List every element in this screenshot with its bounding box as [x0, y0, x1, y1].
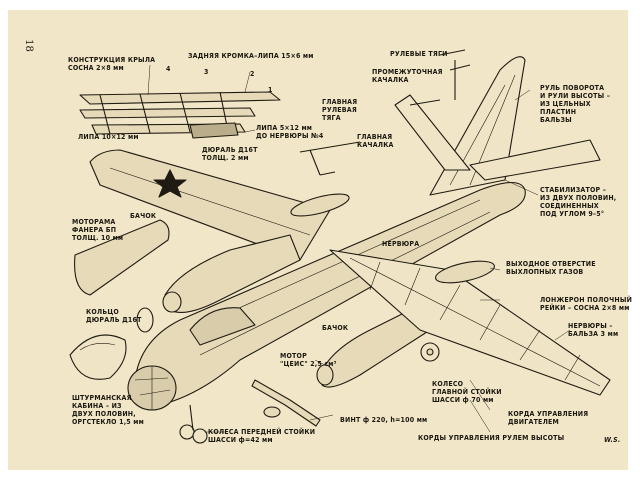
label-navigator-cabin: ШТУРМАНСКАЯ КАБИНА – ИЗ ДВУХ ПОЛОВИН, ОР…	[72, 394, 144, 426]
label-spar: ЛОНЖЕРОН ПОЛОЧНЫЙ РЕЙКИ – СОСНА 2×8 мм	[540, 296, 633, 312]
label-tank-mid: БАЧОК	[322, 324, 349, 332]
label-rudder-rods: РУЛЕВЫЕ ТЯГИ	[390, 50, 448, 58]
label-propeller: ВИНТ ф 220, h=100 мм	[340, 416, 428, 424]
wing-tank	[290, 193, 350, 217]
cowl-ring	[136, 307, 154, 333]
label-motor-frame: МОТОРАМА ФАНЕРА БП ТОЛЩ. 10 мм	[72, 218, 124, 242]
label-main-rocker: ГЛАВНАЯ КАЧАЛКА	[357, 133, 394, 149]
label-rib-number-3: 3	[204, 68, 209, 76]
label-intermediate-rocker: ПРОМЕЖУТОЧНАЯ КАЧАЛКА	[372, 68, 443, 84]
label-front-wheels: КОЛЕСА ПЕРЕДНЕЙ СТОЙКИ ШАССИ ф=42 мм	[208, 428, 316, 444]
label-rudders: РУЛЬ ПОВОРОТА И РУЛИ ВЫСОТЫ – ИЗ ЦЕЛЬНЫХ…	[540, 84, 611, 124]
right-stabilizer	[469, 139, 601, 181]
control-rods	[299, 49, 471, 176]
label-motor: МОТОР "ЦЕИС" 2,5 см³	[280, 352, 337, 368]
label-rib: НЕРВЮРА	[382, 240, 420, 248]
label-ring: КОЛЬЦО ДЮРАЛЬ Д16Т	[86, 308, 142, 324]
left-engine-nacelle	[164, 234, 301, 313]
label-main-wheel: КОЛЕСО ГЛАВНОЙ СТОЙКИ ШАССИ ф 70 мм	[432, 380, 502, 404]
front-wheel-right	[192, 428, 208, 444]
label-linden-ribs: ЛИПА 5×12 мм ДО НЕРВЮРЫ №4	[256, 124, 324, 140]
wingtip-tank	[435, 260, 495, 284]
navigator-cabin	[69, 334, 127, 380]
cockpit-canopy	[189, 307, 256, 346]
propeller	[251, 379, 321, 427]
label-ribs-balsa: НЕРВЮРЫ – БАЛЬЗА 3 мм	[568, 322, 619, 338]
label-rib-number-1: 1	[268, 86, 273, 94]
label-rib-number-4: 4	[166, 65, 171, 73]
label-duralumin: ДЮРАЛЬ Д16Т ТОЛЩ. 2 мм	[202, 146, 258, 162]
label-wing-construction: КОНСТРУКЦИЯ КРЫЛА СОСНА 2×8 мм	[68, 56, 156, 72]
wing-construction-detail	[79, 91, 281, 139]
label-trailing-edge: ЗАДНЯЯ КРОМКА–ЛИПА 15×6 мм	[188, 52, 314, 60]
front-wheel-left	[179, 424, 195, 440]
star-emblem	[153, 169, 187, 198]
right-wing	[329, 249, 611, 396]
label-linden-leading: ЛИПА 10×12 мм	[78, 133, 139, 141]
motor-frame-part	[74, 219, 170, 296]
label-elevator-cords: КОРДЫ УПРАВЛЕНИЯ РУЛЕМ ВЫСОТЫ	[418, 434, 565, 442]
spinner	[263, 406, 281, 418]
label-exhaust-outlet: ВЫХОДНОЕ ОТВЕРСТИЕ ВЫХЛОПНЫХ ГАЗОВ	[506, 260, 596, 276]
left-stabilizer	[394, 94, 471, 171]
label-tank-top: БАЧОК	[130, 212, 157, 220]
signature: W.S.	[604, 436, 621, 444]
left-wing	[89, 149, 331, 261]
page-number: 18	[22, 39, 34, 52]
label-rib-number-2: 2	[250, 70, 255, 78]
label-engine-cords: КОРДА УПРАВЛЕНИЯ ДВИГАТЕЛЕМ	[508, 410, 589, 426]
leader-lines	[147, 64, 571, 433]
label-main-rod: ГЛАВНАЯ РУЛЕВАЯ ТЯГА	[322, 98, 358, 122]
label-stabilizer: СТАБИЛИЗАТОР – ИЗ ДВУХ ПОЛОВИН, СОЕДИНЕН…	[540, 186, 617, 218]
